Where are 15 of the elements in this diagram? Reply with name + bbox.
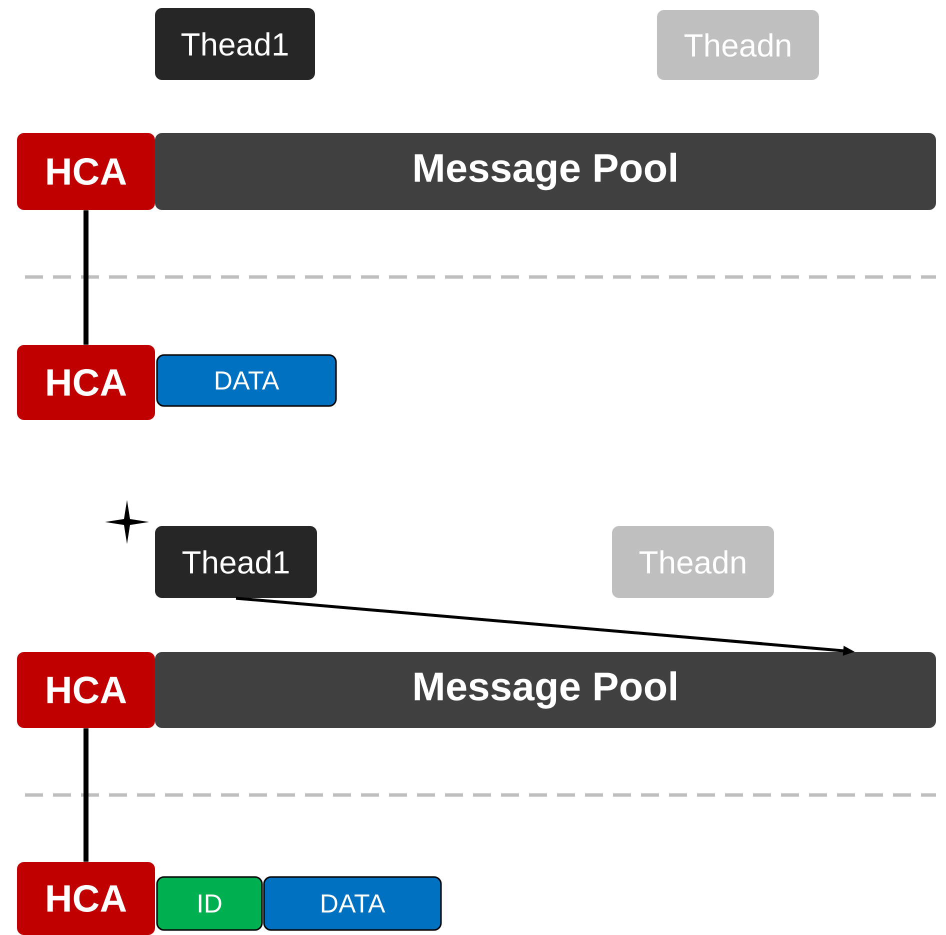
data-field-box: DATA — [263, 876, 442, 931]
thread-box: Theadn — [657, 10, 819, 80]
thread-box: Thead1 — [155, 526, 317, 598]
data-field-box: DATA — [156, 354, 337, 407]
message-pool-bar: Message Pool — [155, 652, 936, 728]
id-field-box: ID — [156, 876, 263, 931]
hca-box: HCA — [17, 862, 155, 935]
message-pool-bar: Message Pool — [155, 133, 936, 210]
connector-line — [84, 210, 88, 345]
hca-box: HCA — [17, 652, 155, 728]
connector-line — [84, 728, 88, 862]
thread-box: Thead1 — [155, 8, 315, 80]
hca-box: HCA — [17, 345, 155, 420]
hca-box: HCA — [17, 133, 155, 210]
thread-box: Theadn — [612, 526, 774, 598]
